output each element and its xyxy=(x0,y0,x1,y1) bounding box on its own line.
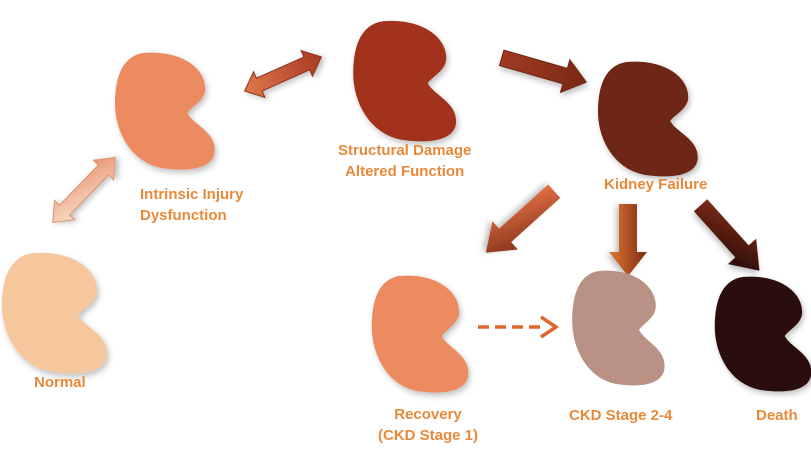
arrow-structural-failure xyxy=(497,42,591,99)
label-intrinsic-line1: Intrinsic Injury xyxy=(140,184,243,205)
kidney-failure-icon xyxy=(598,62,698,177)
arrow-intrinsic-structural xyxy=(239,44,327,104)
label-ckd-stage: CKD Stage 2-4 xyxy=(569,405,672,426)
arrow-failure-death xyxy=(686,193,773,284)
label-intrinsic-line2: Dysfunction xyxy=(140,205,243,226)
arrow-normal-intrinsic xyxy=(43,148,126,232)
arrow-failure-ckd xyxy=(609,204,647,276)
kidney-normal-icon xyxy=(2,253,107,373)
label-kidney-failure: Kidney Failure xyxy=(604,174,707,195)
label-recovery-line1: Recovery xyxy=(378,404,478,425)
arrow-recovery-ckd-dashed xyxy=(478,317,556,337)
label-structural-line1: Structural Damage xyxy=(338,140,471,161)
label-normal: Normal xyxy=(34,372,86,393)
label-recovery: Recovery (CKD Stage 1) xyxy=(378,404,478,446)
label-structural-line2: Altered Function xyxy=(338,161,471,182)
arrow-failure-recovery xyxy=(473,177,567,267)
kidney-recovery-icon xyxy=(372,276,469,393)
kidney-death-icon xyxy=(715,277,811,392)
kidney-structural-damage-icon xyxy=(353,21,456,141)
label-structural-damage: Structural Damage Altered Function xyxy=(338,140,471,182)
kidney-ckd-icon xyxy=(572,271,664,386)
label-death: Death xyxy=(756,405,798,426)
kidney-intrinsic-injury-icon xyxy=(115,53,215,170)
label-recovery-line2: (CKD Stage 1) xyxy=(378,425,478,446)
label-intrinsic-injury: Intrinsic Injury Dysfunction xyxy=(140,184,243,226)
